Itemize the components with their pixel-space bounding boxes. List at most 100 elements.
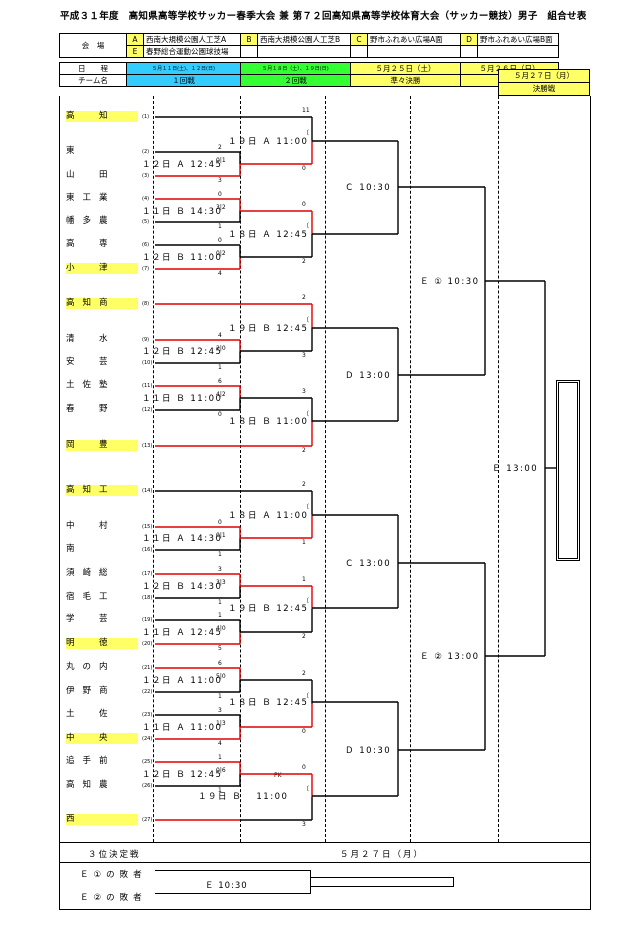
team-name: 宿毛工	[66, 592, 116, 602]
score-mark: 〔	[303, 692, 310, 700]
team-name: 東工業	[66, 193, 116, 203]
score-mark: 1	[218, 754, 222, 761]
score-mark: 3|3	[216, 579, 226, 586]
round2-match: １９日 Ｂ 12:45	[228, 604, 309, 614]
team-name: 高知商	[66, 298, 138, 309]
sf-match: Ｅ ① 10:30	[420, 277, 480, 287]
score-mark: 3	[218, 177, 222, 184]
venue-code-a: A	[126, 33, 144, 46]
third-team-2: Ｅ②の敗者	[80, 893, 147, 903]
score-mark: 4	[218, 740, 222, 747]
round1-match: １１日 Ａ 12:45	[142, 628, 223, 638]
round1-match: １２日 Ａ 12:45	[142, 160, 223, 170]
sf-match: Ｅ ② 13:00	[420, 652, 480, 662]
score-mark: 1	[218, 223, 222, 230]
score-mark: 3	[218, 566, 222, 573]
team-number: (14)	[142, 488, 153, 494]
final-match: Ｅ 13:00	[492, 464, 539, 474]
team-name: 清 水	[66, 334, 116, 344]
score-mark: 5|0	[216, 673, 226, 680]
score-mark: 2	[302, 481, 306, 488]
col-divider	[325, 96, 326, 842]
page-title: 平成３１年度 高知県高等学校サッカー春季大会 兼 第７２回高知県高等学校体育大会…	[60, 11, 587, 22]
score-mark: 3	[302, 352, 306, 359]
team-name: 伊野商	[66, 686, 116, 696]
team-name: 小 津	[66, 263, 138, 274]
round2-match: １８日 Ｂ 12:45	[228, 698, 309, 708]
score-mark: 4|2	[216, 391, 226, 398]
score-mark: 2	[218, 144, 222, 151]
score-mark: 4	[218, 270, 222, 277]
round1-match: １２日 Ｂ 12:45	[142, 770, 223, 780]
round2-match: １９日 Ａ 11:00	[228, 137, 309, 147]
team-number: (7)	[142, 266, 150, 272]
team-number: (25)	[142, 759, 153, 765]
team-name: 西	[66, 814, 138, 825]
third-place-section	[59, 842, 591, 910]
round1-match: １１日 Ａ 14:30	[142, 534, 223, 544]
team-name: 中 央	[66, 733, 138, 744]
score-mark: 1	[218, 551, 222, 558]
round1-match: １２日 Ｂ 11:00	[142, 253, 223, 263]
team-number: (24)	[142, 736, 153, 742]
third-team-1: Ｅ①の敗者	[80, 870, 147, 880]
qf-match: Ｄ 13:00	[345, 371, 392, 381]
score-mark: 0|1	[216, 157, 226, 164]
score-mark: 〔	[303, 786, 310, 793]
score-mark: 0	[302, 764, 306, 771]
team-number: (20)	[142, 641, 153, 647]
third-place-label: ３位決定戦	[88, 850, 141, 860]
score-mark: 3	[302, 388, 306, 395]
score-mark: 0	[218, 191, 222, 198]
qf-match: Ｄ 10:30	[345, 746, 392, 756]
score-mark: 3|2	[216, 203, 226, 211]
third-place-date: ５月２７日（月）	[340, 850, 425, 860]
team-number: (2)	[142, 149, 150, 155]
team-number: (11)	[142, 383, 153, 389]
divider	[59, 862, 591, 863]
team-number: (15)	[142, 524, 153, 530]
score-mark: 4|0	[216, 625, 226, 632]
final-name: 決勝戦	[498, 82, 590, 96]
team-number: (16)	[142, 547, 153, 553]
team-number: (22)	[142, 689, 153, 695]
team-name: 東	[66, 146, 83, 156]
score-mark: 2|0	[216, 344, 226, 352]
venue-code-b: B	[240, 33, 258, 46]
round1-match: １２日 Ａ 11:00	[142, 676, 223, 686]
team-name: 高 知	[66, 111, 138, 122]
team-number: (9)	[142, 337, 150, 343]
team-name: 岡 豊	[66, 440, 138, 451]
score-mark: 3	[302, 821, 306, 828]
score-mark: 〔	[303, 503, 310, 511]
score-mark: 11	[302, 107, 310, 114]
round1-match: １１日 Ｂ 14:30	[142, 207, 223, 217]
team-name: 高知工	[66, 485, 138, 496]
score-mark: 〔	[303, 129, 310, 137]
score-mark: 4	[218, 332, 222, 339]
round2-match: １８日 Ａ 11:00	[228, 511, 309, 521]
score-mark: 1	[218, 599, 222, 606]
score-mark: 1	[302, 539, 306, 546]
team-name: 須崎総	[66, 568, 116, 578]
team-number: (27)	[142, 817, 153, 823]
team-number: (17)	[142, 571, 153, 577]
qf-match: Ｃ 13:00	[345, 559, 392, 569]
round2-match: １９日 Ｂ 12:45	[228, 324, 309, 334]
header-table: 会 場 A 西南大規模公園人工芝A B 西南大規模公園人工芝B C 野市ふれあい…	[59, 33, 559, 87]
round1-match: １１日 Ｂ 11:00	[142, 394, 223, 404]
team-name: 高 専	[66, 239, 116, 249]
score-mark: 0	[302, 201, 306, 208]
team-name: 追手前	[66, 756, 116, 766]
team-number: (18)	[142, 595, 153, 601]
team-name: 山 田	[66, 170, 116, 180]
round2-name: ２回戦	[240, 74, 351, 87]
team-number: (21)	[142, 665, 153, 671]
round2-match: １９日 Ｂ 11:00	[198, 792, 289, 802]
score-mark: 〔	[303, 316, 310, 324]
score-mark: 2	[302, 447, 306, 454]
venue-code-c: C	[350, 33, 368, 46]
team-number: (6)	[142, 242, 150, 248]
round1-date: ５月１１日(土)、１２日(日)	[126, 62, 241, 75]
third-bracket	[155, 870, 311, 894]
